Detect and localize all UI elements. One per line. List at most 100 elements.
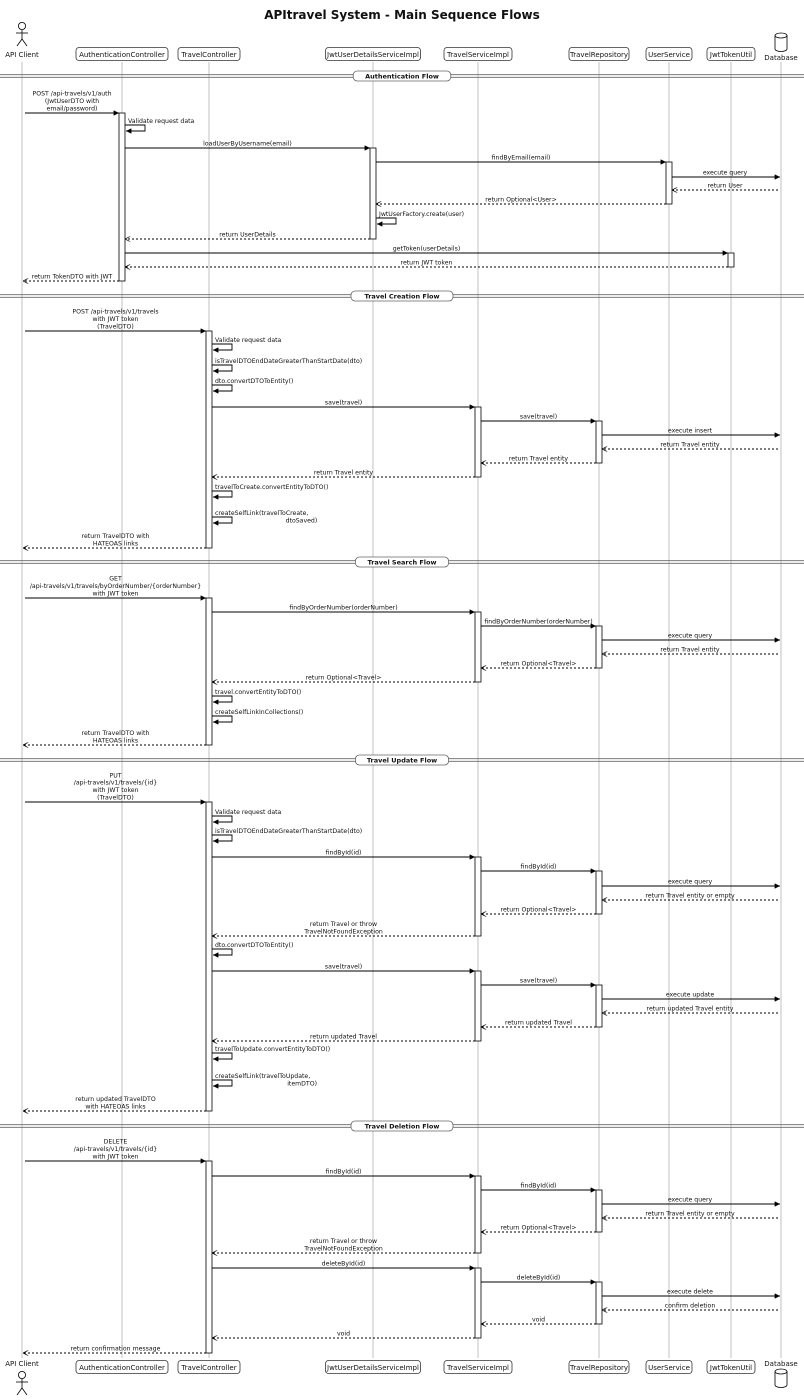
message-self: travel.convertEntityToDTO() (212, 689, 301, 705)
self-message-arrow (212, 695, 233, 705)
participant-auth-bottom: AuthenticationController (75, 1360, 169, 1374)
participant-jwtuds-bottom: JwtUserDetailsServiceImpl (325, 1360, 421, 1374)
participant-label: TravelServiceImpl (446, 51, 509, 59)
self-message-arrow (212, 1079, 233, 1089)
participant-label: Database (764, 1360, 797, 1368)
activation-bar (369, 147, 377, 240)
message-sync: execute query (602, 1197, 780, 1207)
message-label: save(travel) (325, 400, 362, 407)
message-label: return Travel entity or empty (645, 893, 735, 900)
diagram-title: APItravel System - Main Sequence Flows (264, 8, 540, 22)
message-return: return confirmation message (23, 1346, 206, 1354)
activation-bar (205, 801, 213, 1112)
message-label: with HATEOAS links (85, 1104, 145, 1111)
activation-bar (595, 870, 603, 915)
message-label: (TravelDTO) (97, 324, 134, 331)
message-sync: deleteById(id) (481, 1275, 596, 1285)
message-self: JwtUserFactory.create(user) (376, 211, 464, 227)
participant-client-top: API Client (5, 21, 39, 59)
message-label: findById(id) (521, 1183, 557, 1190)
activation-bar (474, 406, 482, 478)
database-icon (774, 1368, 788, 1388)
message-label: deleteById(id) (517, 1275, 561, 1282)
activation-bar (205, 1160, 213, 1354)
message-label: return TravelDTO with (82, 533, 150, 540)
message-label: HATEOAS links (93, 738, 138, 745)
message-sync: findById(id) (212, 1169, 475, 1179)
participant-db-top: Database (764, 32, 798, 62)
activation-bar (595, 1281, 603, 1325)
self-message-arrow (125, 124, 146, 134)
message-label: return Optional<Travel> (501, 661, 577, 668)
section-label: Authentication Flow (365, 72, 439, 80)
message-label: Validate request data (128, 118, 195, 125)
message-label: save(travel) (520, 414, 557, 421)
message-label: dtoSaved) (286, 517, 318, 524)
message-sync: POST /api-travels/v1/auth(JwtUserDTO wit… (25, 91, 119, 116)
message-label: POST /api-travels/v1/auth (32, 91, 111, 98)
section-label-box (350, 1120, 454, 1132)
message-label: dto.convertDTOToEntity() (215, 378, 293, 385)
message-label: (JwtUserDTO with (45, 98, 99, 105)
section-label-box (352, 70, 452, 82)
message-label: return Optional<Travel> (501, 907, 577, 914)
self-message-arrow (212, 384, 233, 394)
self-message-arrow (212, 516, 233, 526)
message-label: dto.convertDTOToEntity() (215, 942, 293, 949)
message-label: findByOrderNumber(orderNumber) (484, 619, 592, 626)
participant-tc-bottom: TravelController (177, 1360, 241, 1374)
section-separator: Authentication Flow (0, 70, 804, 82)
participant-box (75, 1360, 169, 1374)
participant-label: TravelController (180, 51, 236, 59)
message-label: return updated TravelDTO (75, 1096, 156, 1103)
activation-bar (205, 330, 213, 549)
message-sync: execute update (602, 992, 780, 1002)
participant-box (645, 47, 693, 61)
message-label: return Travel entity (314, 470, 374, 477)
activation-bar (474, 1267, 482, 1339)
participant-box (706, 47, 756, 61)
message-label: /api-travels/v1/travels/byOrderNumber/{o… (30, 583, 201, 590)
message-return: return UserDetails (125, 232, 370, 240)
database-icon (774, 32, 788, 52)
participant-repo-top: TravelRepository (568, 47, 630, 61)
message-label: return User (708, 183, 743, 190)
message-label: findByOrderNumber(orderNumber) (289, 605, 397, 612)
message-sync: findById(id) (481, 1183, 596, 1193)
message-label: with JWT token (92, 591, 138, 598)
message-label: findById(id) (326, 1169, 362, 1176)
message-label: with JWT token (92, 316, 138, 323)
message-label: return Optional<Travel> (306, 675, 382, 682)
message-return: return Travel entity (602, 647, 778, 655)
section-label: Travel Creation Flow (364, 292, 439, 300)
message-label: Validate request data (215, 809, 282, 816)
message-label: DELETE (104, 1139, 128, 1146)
message-self: createSelfLink(travelToUpdate,itemDTO) (212, 1073, 317, 1089)
participant-label: UserService (648, 1364, 690, 1372)
message-self: Validate request data (125, 118, 195, 134)
message-self: dto.convertDTOToEntity() (212, 378, 293, 394)
message-label: return Travel entity (660, 442, 720, 449)
participant-box (177, 1360, 241, 1374)
participant-jwtu-top: JwtTokenUtil (706, 47, 756, 61)
participant-label: API Client (5, 1360, 39, 1368)
message-label: return updated Travel (505, 1020, 572, 1027)
message-label: return TravelDTO with (82, 730, 150, 737)
message-sync: save(travel) (481, 414, 596, 424)
section-label-box (354, 754, 449, 766)
message-label: save(travel) (520, 978, 557, 985)
section-label-box (354, 556, 449, 568)
participant-box (568, 1360, 630, 1374)
message-return: return Travel or throwTravelNotFoundExce… (212, 1238, 475, 1253)
message-label: execute insert (668, 428, 713, 435)
participant-box (325, 47, 421, 61)
message-sync: execute query (672, 170, 780, 180)
message-sync: findByOrderNumber(orderNumber) (481, 619, 596, 629)
activation-bar (205, 597, 213, 746)
message-sync: findById(id) (481, 864, 596, 874)
activation-bar (595, 420, 603, 464)
message-label: loadUserByUsername(email) (203, 141, 292, 148)
